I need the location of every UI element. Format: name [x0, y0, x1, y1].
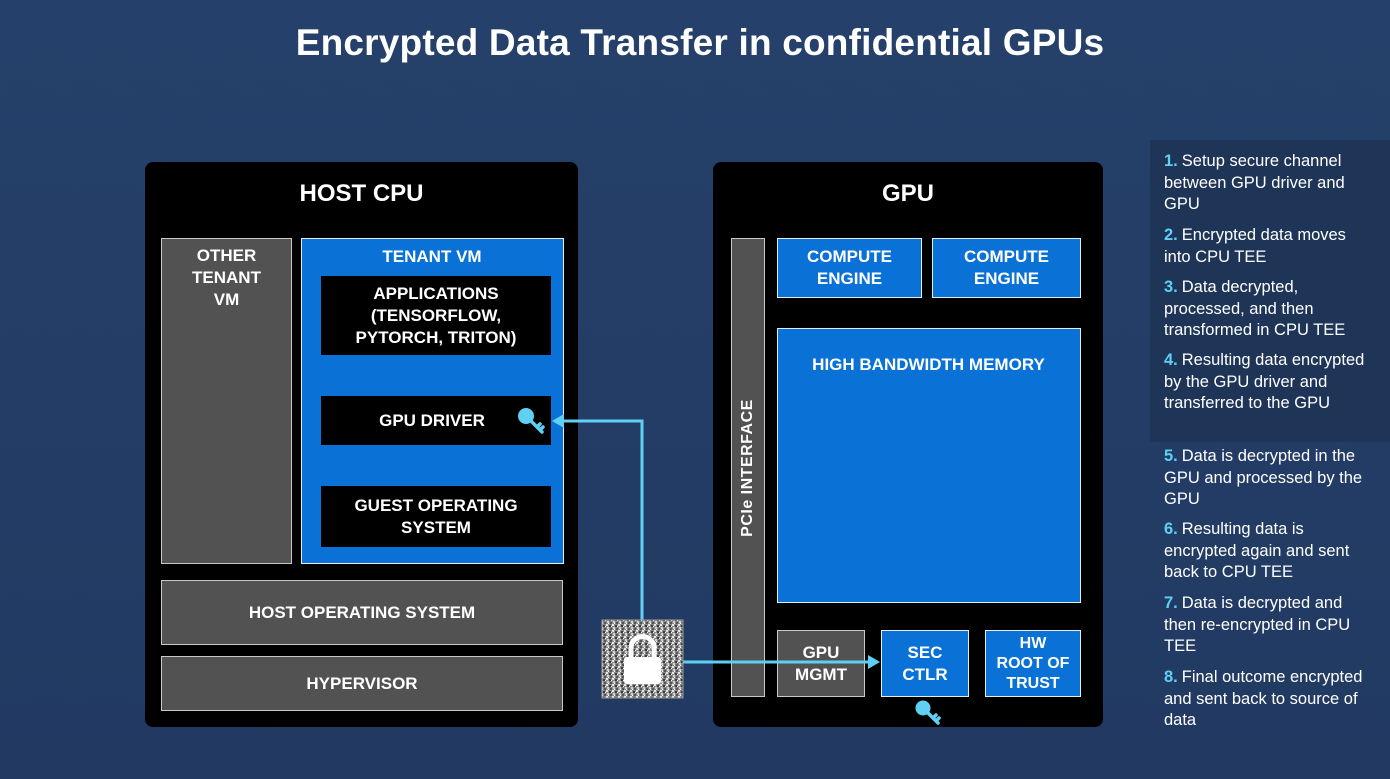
sec-ctlr-line-1: SEC: [907, 642, 943, 662]
step-3: 3.Data decrypted, processed, and then tr…: [1164, 277, 1374, 342]
step-5-number: 5.: [1164, 447, 1178, 465]
compute-engine-1: COMPUTE ENGINE: [777, 238, 922, 298]
sec-ctlr: SEC CTLR: [881, 630, 969, 697]
applications-line-1: APPLICATIONS: [373, 283, 499, 303]
guest-os-line-2: SYSTEM: [401, 517, 471, 537]
step-7: 7.Data is decrypted and then re-encrypte…: [1164, 593, 1374, 658]
host-os-label: HOST OPERATING SYSTEM: [248, 602, 476, 622]
padlock-icon: [601, 619, 684, 699]
step-2-text: Encrypted data moves into CPU TEE: [1164, 226, 1346, 266]
step-5: 5.Data is decrypted in the GPU and proce…: [1164, 446, 1374, 511]
step-8-text: Final outcome encrypted and sent back to…: [1164, 668, 1363, 729]
guest-os-line-1: GUEST OPERATING: [354, 495, 518, 515]
step-3-text: Data decrypted, processed, and then tran…: [1164, 278, 1346, 339]
step-8-number: 8.: [1164, 668, 1178, 686]
tenant-vm-title: TENANT VM: [382, 247, 482, 266]
step-1-number: 1.: [1164, 152, 1178, 170]
page-title: Encrypted Data Transfer in confidential …: [295, 22, 1105, 63]
other-tenant-vm-line-3: VM: [213, 290, 240, 309]
hbm-label: HIGH BANDWIDTH MEMORY: [812, 355, 1045, 374]
step-3-number: 3.: [1164, 278, 1178, 296]
gpu-title: GPU: [881, 180, 934, 207]
step-2-number: 2.: [1164, 226, 1178, 244]
key-icon: [518, 408, 545, 434]
hypervisor: HYPERVISOR: [161, 656, 563, 711]
guest-os-box: GUEST OPERATING SYSTEM: [321, 486, 551, 547]
sec-ctlr-line-2: CTLR: [902, 664, 948, 684]
applications-line-3: PYTORCH, TRITON): [355, 327, 517, 347]
compute-engine-2: COMPUTE ENGINE: [932, 238, 1081, 298]
arrow-head-sec-ctlr: [868, 655, 880, 669]
gpu-driver-label: GPU DRIVER: [379, 410, 485, 430]
key-icon: [915, 700, 941, 725]
compute-engine-2-line-1: COMPUTE: [964, 247, 1049, 266]
compute-engine-1-line-2: ENGINE: [816, 269, 883, 288]
applications-line-2: (TENSORFLOW,: [370, 305, 502, 325]
steps-highlight-panel: [1150, 140, 1390, 442]
hypervisor-label: HYPERVISOR: [306, 673, 418, 693]
step-6-text: Resulting data is encrypted again and se…: [1164, 520, 1350, 581]
gpu-driver-box: GPU DRIVER: [321, 396, 551, 445]
step-8: 8.Final outcome encrypted and sent back …: [1164, 667, 1374, 732]
hw-root-line-1: HW: [1019, 634, 1047, 652]
hw-root-line-3: TRUST: [1006, 674, 1060, 692]
other-tenant-vm-line-1: OTHER: [196, 246, 257, 265]
applications-box: APPLICATIONS (TENSORFLOW, PYTORCH, TRITO…: [321, 276, 551, 355]
other-tenant-vm: OTHER TENANT VM: [161, 238, 292, 564]
arrow-head-driver: [552, 414, 564, 428]
step-4: 4.Resulting data encrypted by the GPU dr…: [1164, 350, 1374, 415]
step-1: 1.Setup secure channel between GPU drive…: [1164, 151, 1374, 216]
step-7-text: Data is decrypted and then re-encrypted …: [1164, 594, 1351, 655]
hw-root-of-trust: HW ROOT OF TRUST: [985, 630, 1081, 697]
compute-engine-2-line-2: ENGINE: [973, 269, 1040, 288]
pcie-interface: PCIe INTERFACE: [731, 238, 765, 697]
step-7-number: 7.: [1164, 594, 1178, 612]
step-6: 6.Resulting data is encrypted again and …: [1164, 519, 1374, 584]
step-4-number: 4.: [1164, 351, 1178, 369]
step-5-text: Data is decrypted in the GPU and process…: [1164, 447, 1363, 508]
compute-engine-1-line-1: COMPUTE: [807, 247, 892, 266]
gpu-mgmt-line-2: MGMT: [795, 664, 847, 684]
gpu-mgmt-line-1: GPU: [802, 642, 840, 662]
step-6-number: 6.: [1164, 520, 1178, 538]
hw-root-line-2: ROOT OF: [996, 654, 1070, 672]
host-operating-system: HOST OPERATING SYSTEM: [161, 580, 563, 645]
high-bandwidth-memory: HIGH BANDWIDTH MEMORY: [777, 328, 1081, 603]
step-1-text: Setup secure channel between GPU driver …: [1164, 152, 1345, 213]
host-cpu-title: HOST CPU: [299, 180, 424, 207]
arrow-icon: [562, 419, 644, 622]
other-tenant-vm-line-2: TENANT: [192, 268, 261, 287]
step-4-text: Resulting data encrypted by the GPU driv…: [1164, 351, 1365, 412]
step-2: 2.Encrypted data moves into CPU TEE: [1164, 225, 1374, 268]
